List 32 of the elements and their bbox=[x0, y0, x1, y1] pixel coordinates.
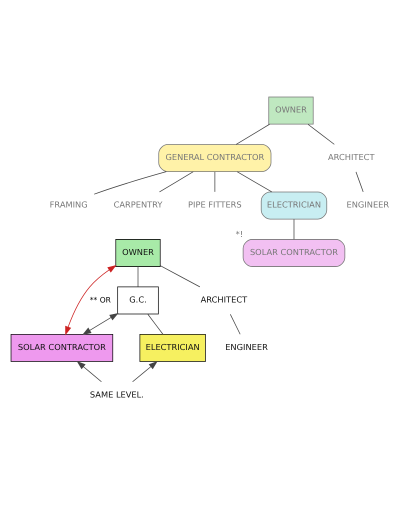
connector bbox=[159, 171, 194, 192]
arrow bbox=[65, 265, 117, 336]
node-box: GENERAL CONTRACTOR bbox=[158, 144, 272, 172]
node-box: ELECTRICIAN bbox=[140, 334, 206, 362]
node-box: OWNER bbox=[268, 96, 314, 125]
connector bbox=[356, 171, 364, 192]
node-label: *! bbox=[236, 229, 244, 240]
connector bbox=[236, 171, 272, 192]
node-box: SOLAR CONTRACTOR bbox=[10, 334, 114, 362]
node-text: FRAMING bbox=[50, 200, 88, 210]
node-text: SAME LEVEL. bbox=[90, 390, 144, 400]
arrow bbox=[132, 361, 158, 382]
node-box: SOLAR CONTRACTOR bbox=[242, 239, 346, 267]
connector bbox=[230, 314, 241, 335]
connector bbox=[308, 124, 335, 145]
node-box: G.C. bbox=[117, 286, 159, 314]
connector bbox=[160, 265, 200, 288]
node-text: PIPE FITTERS bbox=[188, 200, 242, 210]
connector bbox=[147, 314, 164, 335]
node-text: ENGINEER bbox=[346, 200, 390, 210]
connector bbox=[236, 124, 270, 145]
arrow bbox=[82, 312, 119, 335]
arrow bbox=[76, 361, 102, 382]
connector bbox=[94, 171, 167, 195]
node-text: CARPENTRY bbox=[114, 200, 162, 210]
node-text: ARCHITECT bbox=[200, 294, 248, 305]
node-text: ARCHITECT bbox=[328, 152, 375, 162]
node-box: ELECTRICIAN bbox=[260, 192, 328, 220]
edge-label: ** OR bbox=[90, 295, 111, 304]
node-text: ENGINEER bbox=[225, 342, 268, 352]
node-box: OWNER bbox=[115, 239, 161, 267]
connector bbox=[214, 171, 216, 192]
